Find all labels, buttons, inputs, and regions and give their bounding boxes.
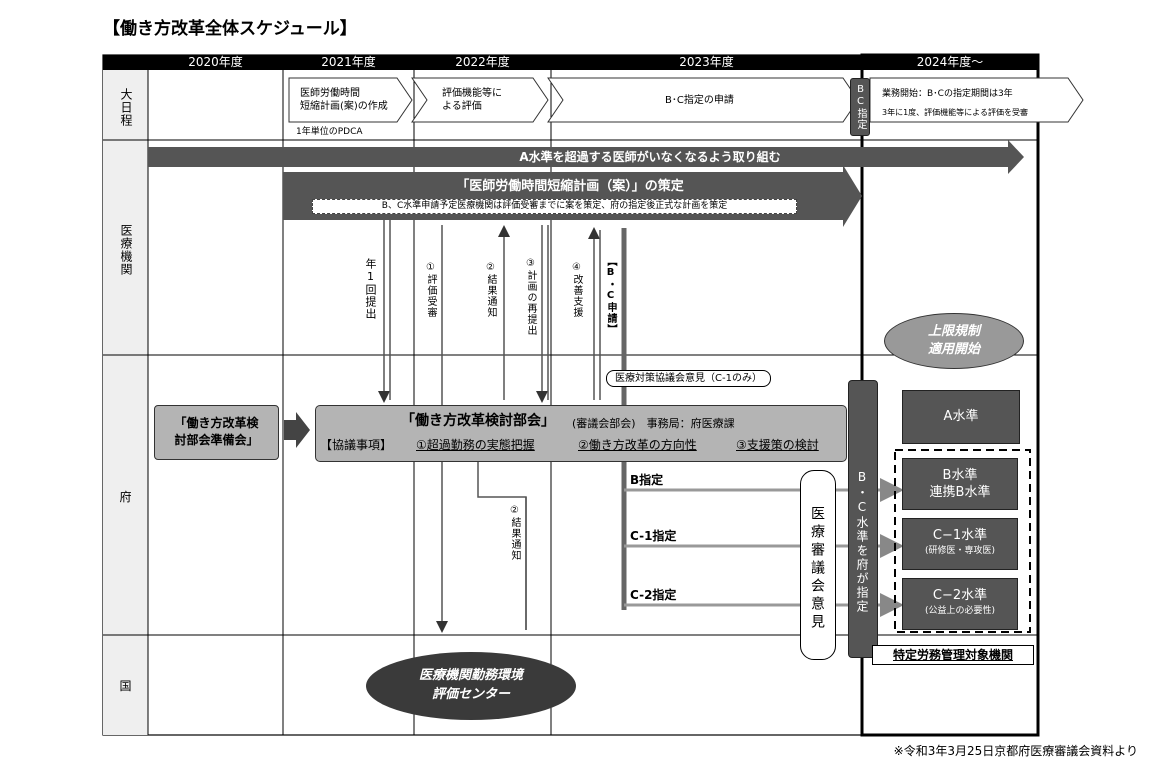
- level-c2-box: C−2水準 (公益上の必要性): [902, 578, 1018, 630]
- level-c1-box: C−1水準 (研修医・専攻医): [902, 518, 1018, 570]
- bc-application: 【B・C申請】: [605, 256, 616, 335]
- topic-overtime: ①超過勤務の実態把握: [416, 438, 535, 452]
- row-label-nation: 国: [119, 679, 132, 693]
- council-opinion: 医療対策協議会意見（C-1のみ）: [606, 370, 771, 387]
- year-2023: 2023年度: [551, 55, 862, 70]
- year-2020: 2020年度: [148, 55, 283, 70]
- schedule-step-application: B･C指定の申請: [665, 95, 734, 106]
- b-designation-label: B指定: [630, 473, 664, 487]
- row-label-hospitals: 医療機関: [119, 224, 133, 276]
- prep-council-box: 「働き方改革検 討部会準備会」: [154, 405, 279, 460]
- year-2024: 2024年度〜: [862, 55, 1038, 70]
- bc-designation-badge: BC指定: [850, 78, 870, 136]
- schedule-step-start: 業務開始：B･Cの指定期間は3年: [882, 89, 1013, 99]
- medical-council-opinion: 医療審議会意見: [800, 470, 836, 660]
- c1-designation-label: C-1指定: [630, 529, 677, 543]
- source-footnote: ※令和3年3月25日京都府医療審議会資料より: [893, 744, 1138, 758]
- level-a-box: A水準: [902, 390, 1020, 444]
- evaluation-center: 医療機関勤務環境 評価センター: [366, 652, 576, 720]
- page-title: 【働き方改革全体スケジュール】: [103, 19, 357, 39]
- reform-council-secretariat: (審議会部会) 事務局：府医療課: [572, 417, 735, 430]
- schedule-step-evaluation: 評価機能等に よる評価: [442, 88, 502, 112]
- level-c1-title: C−1水準: [932, 528, 988, 543]
- topic-direction: ②働き方改革の方向性: [578, 438, 697, 452]
- level-c2-title: C−2水準: [932, 588, 988, 603]
- pref-designation-bar: B・C水準を府が指定: [848, 380, 878, 658]
- row-label-prefecture: 府: [119, 490, 132, 504]
- plan-subtitle: B、C水準申請予定医療機関は評価受審までに案を策定、府の指定後正式な計画を策定: [312, 199, 797, 214]
- plan-title: 「医師労働時間短縮計画（案）」の策定: [456, 179, 684, 194]
- specific-institution-label: 特定労務管理対象機関: [872, 645, 1034, 665]
- year-2021: 2021年度: [283, 55, 414, 70]
- flow-result-notice-2: ②結果通知: [509, 505, 520, 561]
- level-b-box: B水準 連携B水準: [902, 458, 1018, 510]
- schedule-step-plan: 医師労働時間 短縮計画(案)の作成: [300, 88, 388, 112]
- upper-limit-start: 上限規制 適用開始: [884, 313, 1024, 369]
- level-c2-subtitle: (公益上の必要性): [924, 606, 996, 616]
- flow-resubmit: ③計画の再提出: [525, 258, 536, 336]
- flow-annual-submit: 年1回提出: [364, 258, 377, 320]
- year-2022: 2022年度: [414, 55, 551, 70]
- c2-designation-label: C-2指定: [630, 588, 677, 602]
- flow-evaluation: ①評価受審: [425, 262, 436, 318]
- topic-support: ③支援策の検討: [736, 438, 819, 452]
- council-topics-label: 【協議事項】: [320, 438, 393, 452]
- schedule-step-review: 3年に1度、評価機能等による評価を受審: [882, 108, 1028, 117]
- pdca-label: 1年単位のPDCA: [296, 127, 363, 137]
- reform-council-title: 「働き方改革検討部会」: [401, 413, 555, 429]
- row-label-schedule: 大日程: [119, 87, 133, 127]
- flow-improvement-support: ④改善支援: [571, 262, 582, 318]
- reform-council-box: 「働き方改革検討部会」 (審議会部会) 事務局：府医療課 【協議事項】 ①超過勤…: [315, 405, 847, 462]
- level-c1-subtitle: (研修医・専攻医): [924, 546, 996, 556]
- flow-result-notice: ②結果通知: [485, 262, 496, 318]
- a-level-goal: A水準を超過する医師がいなくなるよう取り組む: [519, 150, 781, 164]
